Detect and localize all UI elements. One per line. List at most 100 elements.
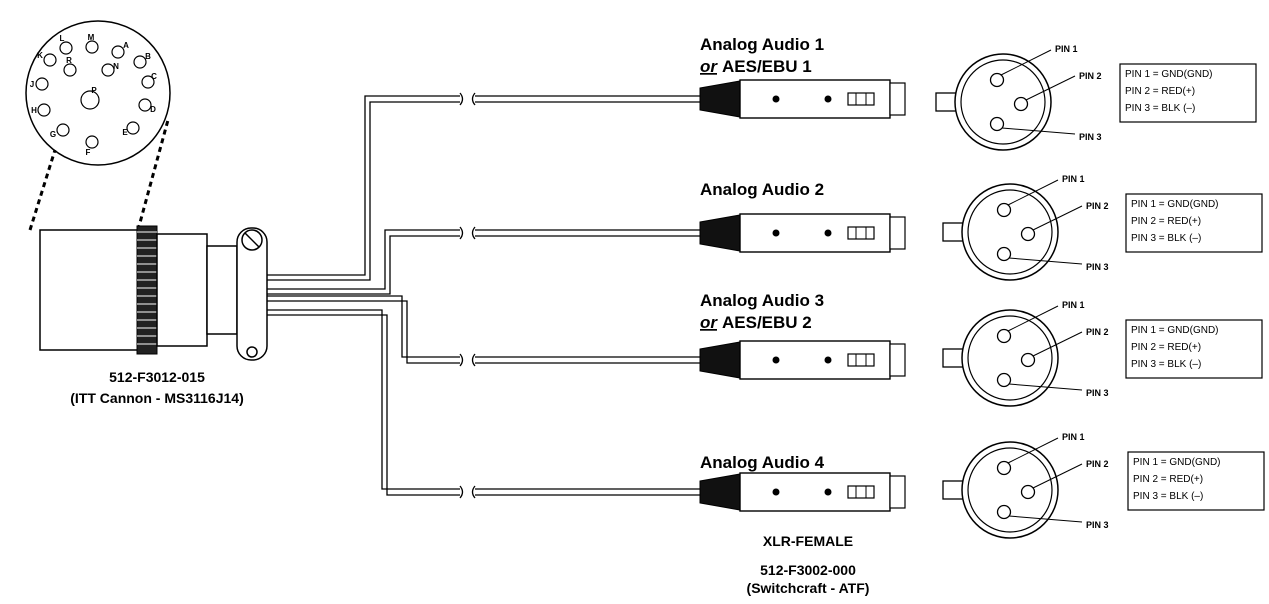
- face-pin-letter: C: [151, 72, 157, 81]
- channel-3-label: Analog Audio 3: [700, 291, 824, 310]
- face-pin-e: [126, 121, 140, 135]
- face-pin-letter: M: [88, 33, 95, 42]
- channel-1-alt-label: AES/EBU 1: [722, 57, 812, 76]
- xlr-connector-3: [699, 340, 906, 380]
- face-pin-l: [59, 41, 73, 55]
- xlr-connector-4: [699, 472, 906, 512]
- main-connector-description: (ITT Cannon - MS3116J14): [70, 390, 243, 406]
- face-pin-b: [133, 55, 147, 69]
- channel-3-alt-label: AES/EBU 2: [722, 313, 812, 332]
- xlr-pin-3: [996, 504, 1012, 520]
- face-pin-letter: R: [66, 56, 72, 65]
- xlr-face-1: PIN 1 PIN 2 PIN 3 PIN 1 = GND(GND) PIN 2 = R…: [935, 44, 1257, 151]
- pin-legend-row3: PIN 3 = BLK (–): [1131, 233, 1201, 244]
- main-connector-body: [39, 225, 268, 361]
- pin-legend-row2: PIN 2 = RED(+): [1125, 86, 1195, 97]
- pin-legend-row3: PIN 3 = BLK (–): [1131, 359, 1201, 370]
- face-pin-a: [111, 45, 125, 59]
- pin-legend-box: [1127, 451, 1265, 511]
- pin-3-label: PIN 3: [1079, 132, 1102, 142]
- face-pin-letter: J: [30, 80, 34, 89]
- xlr-description: (Switchcraft - ATF): [747, 580, 870, 596]
- face-pin-r: [63, 63, 77, 77]
- face-pin-letter: B: [145, 52, 151, 61]
- xlr-pin-1: [989, 72, 1005, 88]
- channel-3-or: or: [700, 313, 718, 332]
- zoom-line-right: [136, 119, 170, 231]
- face-pin-p: [80, 90, 100, 110]
- face-pin-n: [101, 63, 115, 77]
- face-pin-k: [43, 53, 57, 67]
- face-pin-letter: A: [123, 41, 129, 50]
- face-pin-f: [85, 135, 99, 149]
- xlr-side-views: [699, 79, 906, 512]
- xlr-pin-2: [1020, 484, 1036, 500]
- main-connector-part-number: 512-F3012-015: [109, 369, 205, 385]
- cable-breaks: [459, 92, 700, 499]
- pin-3-label: PIN 3: [1086, 520, 1109, 530]
- face-pin-m: [85, 40, 99, 54]
- xlr-pin-2: [1020, 352, 1036, 368]
- face-pin-letter: E: [122, 128, 128, 137]
- xlr-pin-1: [996, 202, 1012, 218]
- face-pin-letter: D: [150, 105, 156, 114]
- xlr-face-4: PIN 1 PIN 2 PIN 3 PIN 1 = GND(GND) PIN 2 = R…: [942, 432, 1265, 539]
- face-pin-h: [37, 103, 51, 117]
- face-pin-letter: H: [31, 106, 37, 115]
- pin-2-label: PIN 2: [1079, 71, 1102, 81]
- face-pin-letter: N: [113, 62, 119, 71]
- pin-1-label: PIN 1: [1062, 174, 1085, 184]
- pin-1-label: PIN 1: [1062, 432, 1085, 442]
- channel-2-label: Analog Audio 2: [700, 180, 824, 199]
- pin-legend-row1: PIN 1 = GND(GND): [1133, 457, 1221, 468]
- pin-legend-box: [1119, 63, 1257, 123]
- face-pin-letter: L: [60, 34, 65, 43]
- xlr-pin-3: [989, 116, 1005, 132]
- pin-legend-row2: PIN 2 = RED(+): [1131, 216, 1201, 227]
- face-pin-g: [56, 123, 70, 137]
- face-pin-letter: K: [37, 51, 43, 60]
- face-pin-j: [35, 77, 49, 91]
- cable-bundle: [267, 95, 460, 496]
- xlr-face-2: PIN 1 PIN 2 PIN 3 PIN 1 = GND(GND) PIN 2 = R…: [942, 174, 1263, 281]
- xlr-pin-2: [1013, 96, 1029, 112]
- pin-legend-box: [1125, 319, 1263, 379]
- pin-legend-row1: PIN 1 = GND(GND): [1131, 325, 1219, 336]
- xlr-pin-3: [996, 246, 1012, 262]
- face-pin-letter: P: [91, 86, 97, 95]
- face-pin-letter: G: [50, 130, 56, 139]
- face-pin-letter: F: [86, 148, 91, 157]
- xlr-face-views: PIN 1 PIN 2 PIN 3 PIN 1 = GND(GND) PIN 2 = R…: [935, 44, 1265, 539]
- face-pin-c: [141, 75, 155, 89]
- channel-1-or: or: [700, 57, 718, 76]
- xlr-connector-2: [699, 213, 906, 253]
- face-pins: [35, 40, 155, 149]
- pin-legend-row1: PIN 1 = GND(GND): [1125, 69, 1213, 80]
- xlr-pin-2: [1020, 226, 1036, 242]
- zoom-line-left: [28, 149, 57, 231]
- channel-4-label: Analog Audio 4: [700, 453, 825, 472]
- pin-legend-row2: PIN 2 = RED(+): [1131, 342, 1201, 353]
- pin-2-label: PIN 2: [1086, 459, 1109, 469]
- main-connector-face: A B C D E F G H J K L M N P R: [25, 20, 171, 166]
- pin-3-label: PIN 3: [1086, 388, 1109, 398]
- xlr-type-label: XLR-FEMALE: [763, 533, 853, 549]
- pin-legend-row1: PIN 1 = GND(GND): [1131, 199, 1219, 210]
- xlr-pin-1: [996, 328, 1012, 344]
- pin-legend-row3: PIN 3 = BLK (–): [1125, 103, 1195, 114]
- pin-legend-row3: PIN 3 = BLK (–): [1133, 491, 1203, 502]
- pin-legend-box: [1125, 193, 1263, 253]
- pin-legend-row2: PIN 2 = RED(+): [1133, 474, 1203, 485]
- face-pin-letters: A B C D E F G H J K L M N P R: [30, 33, 157, 157]
- pin-2-label: PIN 2: [1086, 201, 1109, 211]
- channel-1-label: Analog Audio 1: [700, 35, 824, 54]
- xlr-part-number: 512-F3002-000: [760, 562, 856, 578]
- xlr-pin-1: [996, 460, 1012, 476]
- xlr-connector-1: [699, 79, 906, 119]
- pin-1-label: PIN 1: [1055, 44, 1078, 54]
- pin-3-label: PIN 3: [1086, 262, 1109, 272]
- xlr-pin-3: [996, 372, 1012, 388]
- face-pin-d: [138, 98, 152, 112]
